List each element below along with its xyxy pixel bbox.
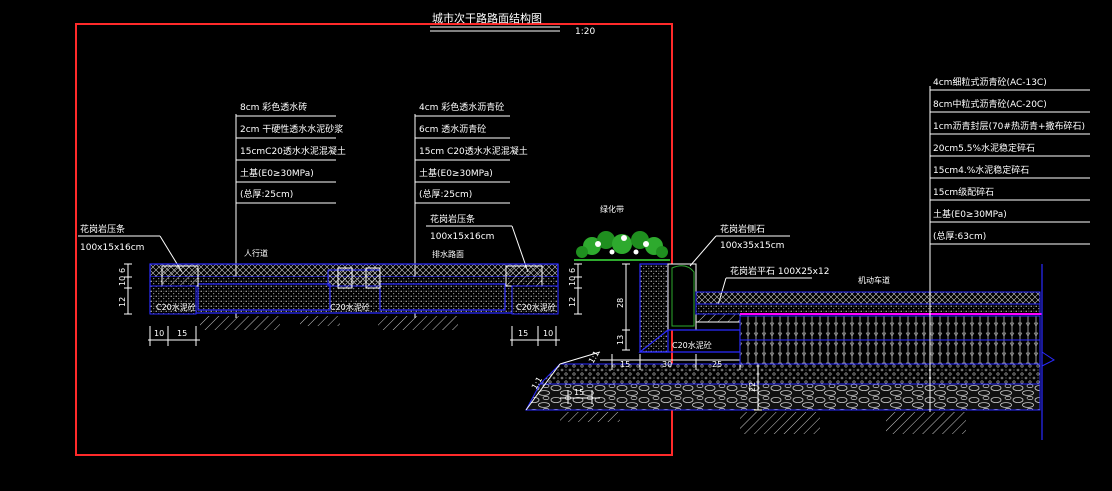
green-belt-structure (525, 263, 1041, 434)
carriageway-layer-7: 土基(E0≥30MPa) (933, 208, 1007, 220)
svg-text:28: 28 (616, 298, 625, 308)
svg-text:100x35x15cm: 100x35x15cm (720, 241, 784, 251)
svg-text:6: 6 (568, 268, 577, 273)
carriageway-layer-callout: 4cm细粒式沥青砼(AC-13C) 8cm中粒式沥青砼(AC-20C) 1cm沥… (929, 76, 1090, 412)
green-belt-concrete-label: C20水泥砼 (672, 340, 712, 350)
left-bottom-dims: 10 15 (148, 326, 200, 346)
svg-text:10: 10 (154, 329, 164, 338)
svg-text:25: 25 (712, 360, 722, 369)
svg-text:花岗岩压条: 花岗岩压条 (80, 223, 125, 235)
svg-text:12: 12 (568, 297, 577, 307)
left-concrete-label: C20水泥砼 (156, 302, 196, 312)
left-layer-5: (总厚:25cm) (240, 188, 293, 200)
svg-text:15: 15 (620, 360, 630, 369)
slope-label-upper: 1:1 (587, 349, 601, 365)
svg-text:30: 30 (662, 360, 672, 369)
carriageway-structure (695, 264, 1055, 440)
svg-text:12: 12 (118, 297, 127, 307)
svg-text:花岗岩平石 100X25x12: 花岗岩平石 100X25x12 (730, 265, 829, 277)
side-curb-callout: 花岗岩侧石 100x35x15cm (689, 223, 790, 267)
sidewalk-area-label: 人行道 (244, 248, 268, 258)
left-layer-callout: 8cm 彩色透水砖 2cm 干硬性透水水泥砂浆 15cmC20透水水泥混凝土 土… (235, 101, 346, 318)
svg-text:100x15x16cm: 100x15x16cm (430, 232, 494, 242)
left-curb-callout: 花岗岩压条 100x15x16cm (78, 223, 183, 273)
svg-text:10: 10 (118, 276, 127, 286)
left-layer-3: 15cmC20透水水泥混凝土 (240, 145, 346, 157)
right-vertical-dims: 6 10 12 (568, 263, 582, 315)
green-belt-label: 绿化带 (600, 204, 624, 214)
mid-concrete-label: C20水泥砼 (330, 302, 370, 312)
green-belt-vertical-dims: 28 13 (616, 263, 630, 351)
left-layer-2: 2cm 干硬性透水水泥砂浆 (240, 123, 343, 135)
svg-text:22: 22 (748, 382, 757, 392)
green-belt-bottom-dims: 15 30 25 (600, 354, 741, 370)
svg-text:花岗岩侧石: 花岗岩侧石 (720, 223, 765, 235)
drawing-title: 城市次干路路面结构图 (432, 11, 542, 25)
left-layer-1: 8cm 彩色透水砖 (240, 101, 307, 113)
right-layer-callout: 4cm 彩色透水沥青砼 6cm 透水沥青砼 15cm C20透水水泥混凝土 土基… (414, 101, 528, 318)
right-curb-callout: 花岗岩压条 100x15x16cm (426, 213, 529, 273)
svg-text:10: 10 (543, 329, 553, 338)
green-belt-lower-dims: 15 (560, 388, 600, 404)
svg-text:15: 15 (574, 388, 584, 397)
left-layer-4: 土基(E0≥30MPa) (240, 167, 314, 179)
right-concrete-label: C20水泥砼 (516, 302, 556, 312)
selection-frame (75, 23, 673, 456)
right-layer-4: 土基(E0≥30MPa) (419, 167, 493, 179)
drawing-scale: 1:20 (575, 27, 595, 37)
svg-text:6: 6 (118, 268, 127, 273)
right-layer-3: 15cm C20透水水泥混凝土 (419, 145, 528, 157)
shrub-icon (576, 231, 668, 258)
carriageway-layer-1: 4cm细粒式沥青砼(AC-13C) (933, 76, 1047, 88)
svg-text:15: 15 (518, 329, 528, 338)
sidewalk-structure (149, 263, 559, 330)
carriageway-layer-3: 1cm沥青封层(70#热沥青+撒布碎石) (933, 120, 1085, 132)
svg-text:100x15x16cm: 100x15x16cm (80, 243, 144, 253)
right-layer-2: 6cm 透水沥青砼 (419, 123, 486, 135)
svg-text:花岗岩压条: 花岗岩压条 (430, 213, 475, 225)
carriageway-layer-4: 20cm5.5%水泥稳定碎石 (933, 142, 1035, 154)
svg-text:13: 13 (616, 335, 625, 345)
svg-text:10: 10 (568, 276, 577, 286)
carriageway-layer-2: 8cm中粒式沥青砼(AC-20C) (933, 98, 1047, 110)
right-layer-1: 4cm 彩色透水沥青砼 (419, 101, 504, 113)
carriageway-label: 机动车道 (858, 275, 890, 285)
right-layer-5: (总厚:25cm) (419, 188, 472, 200)
carriageway-layer-5: 15cm4.%水泥稳定碎石 (933, 164, 1029, 176)
right-bottom-dims: 15 10 (510, 326, 560, 346)
drain-area-label: 排水路面 (432, 249, 464, 259)
svg-text:15: 15 (177, 329, 187, 338)
left-vertical-dims: 6 10 12 (118, 263, 132, 315)
carriageway-layer-6: 15cm级配碎石 (933, 186, 994, 198)
carriageway-layer-8: (总厚:63cm) (933, 230, 986, 242)
